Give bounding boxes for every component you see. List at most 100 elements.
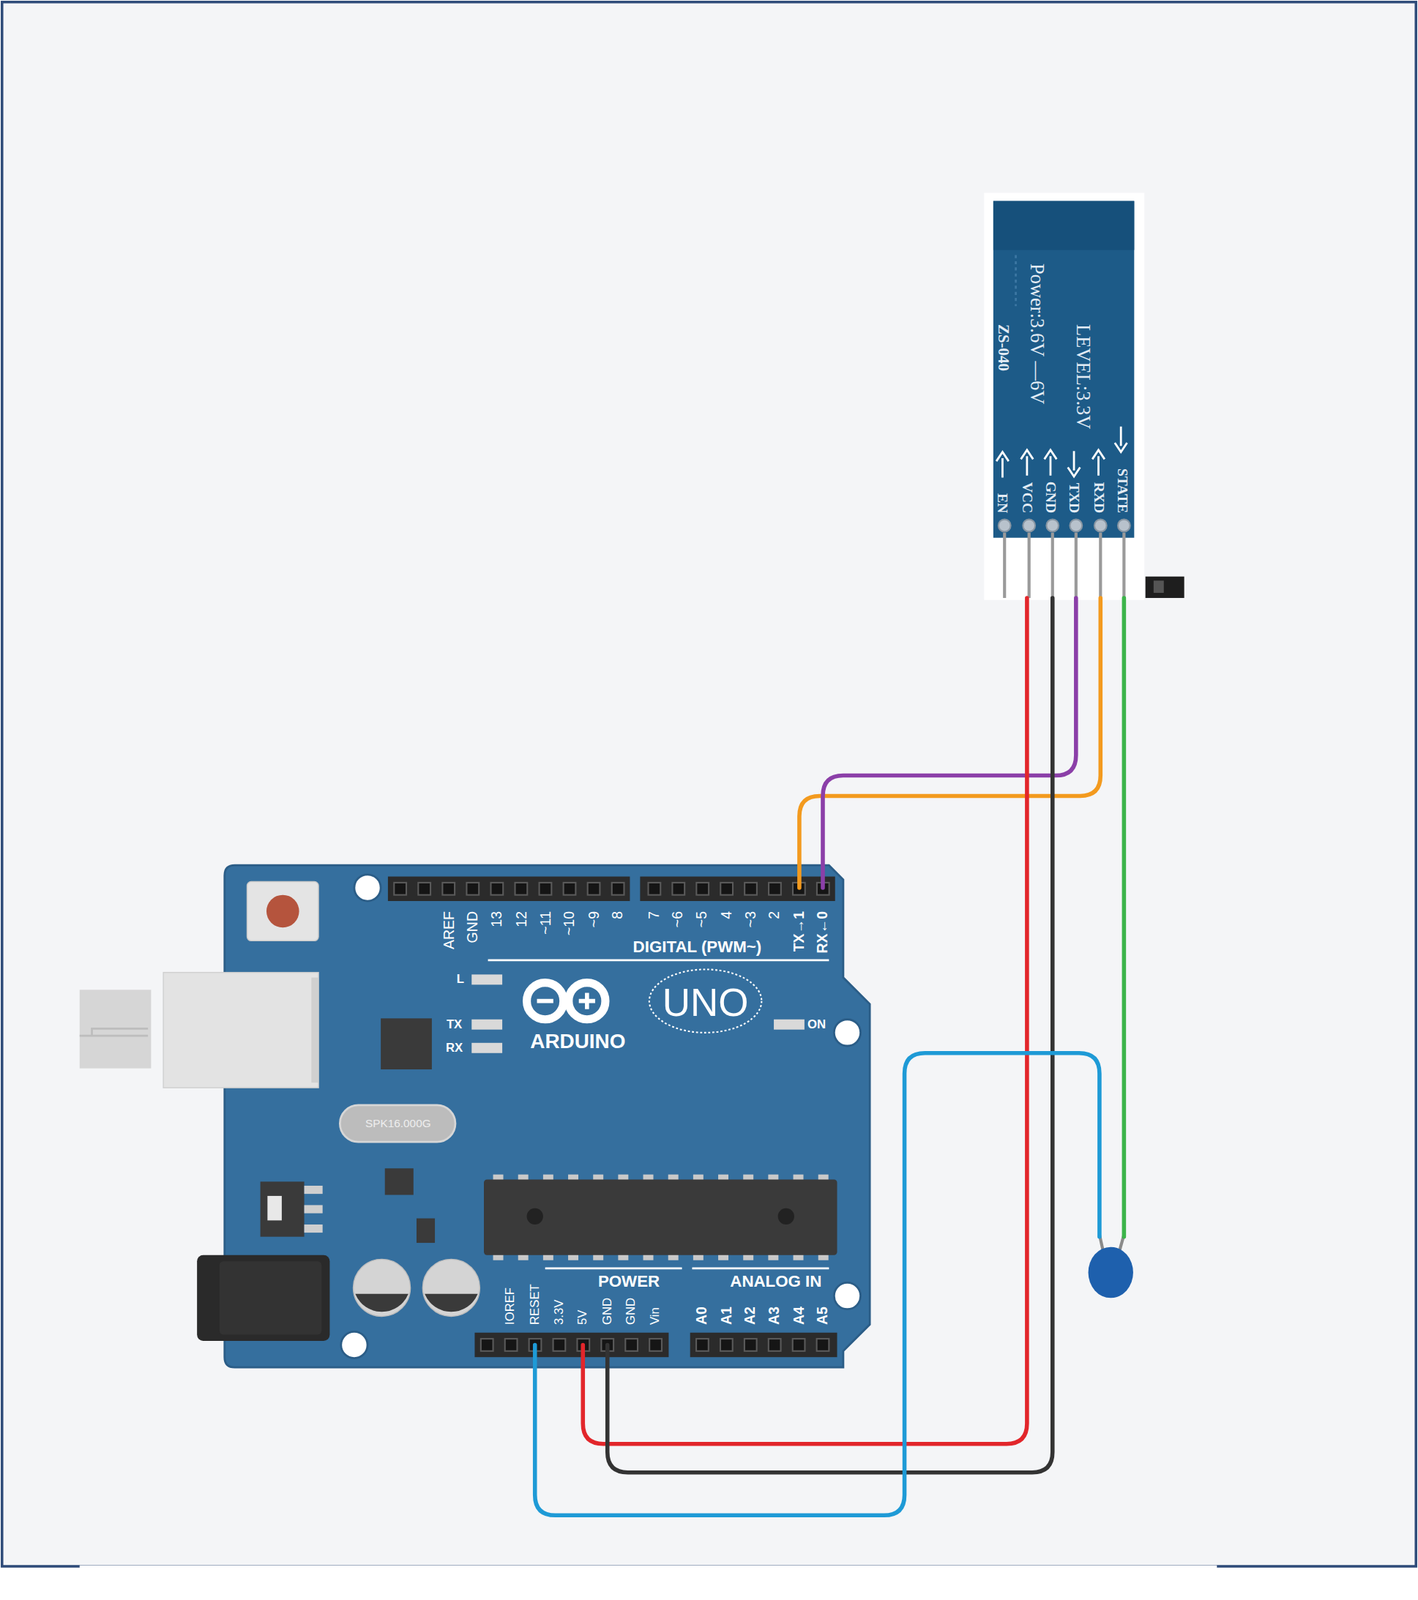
pin-pad — [1094, 519, 1107, 533]
board-label: A0 — [695, 1306, 711, 1326]
sot-chip — [416, 1218, 435, 1244]
wire — [607, 598, 1053, 1473]
header-hole — [418, 882, 431, 896]
board-label: RESET — [528, 1284, 541, 1326]
header-hole — [466, 882, 479, 896]
board-label: GND — [465, 911, 481, 943]
board-label: 12 — [514, 911, 530, 928]
board-label: ~11 — [538, 911, 554, 935]
digital-underline — [488, 958, 830, 962]
capacitor — [353, 1259, 411, 1317]
led-rx — [471, 1043, 503, 1054]
header-hole — [768, 882, 782, 896]
usb-socket-edge — [311, 978, 319, 1084]
header-hole — [625, 1338, 638, 1352]
module-label: STATE — [1114, 468, 1130, 514]
small-chip — [385, 1168, 414, 1195]
module-pin — [1074, 532, 1078, 599]
header-hole — [648, 882, 662, 896]
canvas-gap — [79, 1565, 1218, 1600]
board-label: A4 — [792, 1306, 807, 1326]
pin-pad — [1117, 519, 1131, 533]
power-header — [474, 1333, 669, 1358]
arduino-logo-signs — [537, 992, 596, 1009]
header-hole — [720, 882, 733, 896]
reset-button-base — [246, 882, 319, 942]
ic-dot — [778, 1208, 795, 1225]
wires — [535, 598, 1125, 1516]
bluetooth-pcb — [993, 201, 1134, 539]
board-label: IOREF — [504, 1286, 517, 1325]
board-label: 13 — [489, 911, 505, 928]
header-hole — [505, 1338, 518, 1352]
module-label: LEVEL:3.3V — [1073, 324, 1093, 429]
module-ground — [983, 192, 1145, 600]
power-jack-body — [219, 1261, 322, 1335]
analog-overline — [691, 1267, 829, 1271]
usb-plug-detail — [79, 1028, 148, 1036]
board-label: 2 — [767, 911, 783, 920]
sensor-body — [1088, 1247, 1134, 1299]
wire — [582, 598, 1028, 1445]
regulator-tab — [267, 1196, 282, 1221]
header-hole — [563, 882, 577, 896]
power-jack — [196, 1255, 330, 1342]
module-label: VCC — [1019, 482, 1035, 514]
board-label: ~3 — [744, 911, 760, 928]
header-hole — [587, 882, 601, 896]
board-label: L — [456, 973, 465, 987]
capacitor — [422, 1259, 480, 1317]
regulator-pin — [304, 1224, 323, 1233]
module-switch — [1145, 576, 1185, 599]
mounting-hole — [341, 1331, 368, 1358]
uno-oval — [649, 969, 762, 1033]
header-hole — [649, 1338, 662, 1352]
header-hole — [393, 882, 407, 896]
board-label: UNO — [662, 983, 749, 1022]
board-label: A3 — [767, 1306, 783, 1326]
header-hole — [515, 882, 528, 896]
usb-socket — [163, 972, 319, 1089]
board-label: 3.3V — [553, 1299, 566, 1325]
board-label: 4 — [719, 911, 735, 920]
header-hole — [696, 1338, 709, 1352]
board-label: A5 — [815, 1306, 831, 1326]
module-pin — [1098, 532, 1102, 599]
header-hole — [539, 882, 552, 896]
power-overline — [545, 1267, 683, 1271]
header-hole — [696, 882, 709, 896]
voltage-regulator — [260, 1181, 305, 1237]
digital-header — [387, 877, 631, 902]
regulator-pin — [304, 1185, 323, 1194]
module-label: TXD — [1066, 483, 1082, 514]
board-label: 7 — [647, 911, 662, 920]
pin-pad — [1022, 519, 1036, 533]
pin-pad — [1069, 519, 1082, 533]
pcb-trace — [1014, 255, 1017, 307]
board-label: AREF — [442, 911, 457, 950]
pin-pad — [998, 519, 1011, 533]
pin-direction-arrows — [996, 426, 1127, 479]
reset-button — [266, 895, 300, 929]
analog-header — [690, 1333, 838, 1358]
module-label: EN — [995, 493, 1011, 514]
capacitor-mark — [355, 1294, 409, 1313]
led-l — [471, 974, 503, 985]
crystal — [339, 1105, 456, 1143]
wire — [799, 598, 1101, 888]
header-hole — [490, 882, 503, 896]
pin-pad — [1046, 519, 1059, 533]
header-holes — [393, 882, 829, 1352]
module-pin — [1002, 532, 1006, 599]
module-pin — [1051, 532, 1055, 599]
board-label: RX←0 — [815, 911, 831, 954]
board-label: GND — [601, 1297, 614, 1325]
board-label: ~9 — [587, 911, 602, 928]
board-label: POWER — [598, 1273, 660, 1290]
board-label: Vin — [649, 1307, 662, 1326]
wire — [535, 1053, 1100, 1517]
header-hole — [744, 882, 757, 896]
module-label: RXD — [1091, 482, 1107, 514]
